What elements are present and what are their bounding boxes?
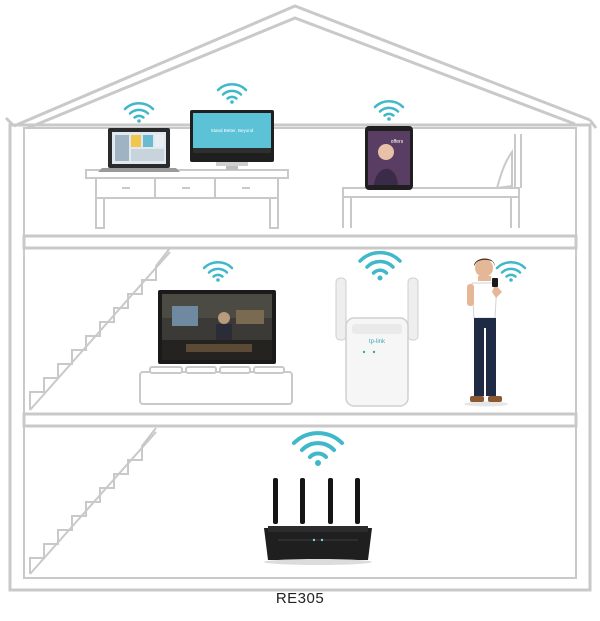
floor-slab-middle: [22, 412, 578, 428]
range-extender: tp-link: [335, 277, 419, 407]
house-inner-walls: [23, 127, 577, 579]
tablet-screen-text: offers: [391, 139, 404, 145]
wifi-icon: [216, 83, 248, 104]
wifi-icon: [202, 261, 234, 282]
model-caption: RE305: [275, 590, 325, 607]
floor-slab-upper: [22, 234, 578, 250]
person-with-phone: [464, 258, 508, 407]
staircase-upper: [29, 247, 171, 411]
extender-brand-text: tp-link: [369, 339, 386, 345]
wifi-icon: [292, 431, 344, 466]
monitor-screen-text: Stand Better, Beyond: [211, 128, 254, 133]
tv-stand: [139, 366, 293, 405]
wifi-icon: [123, 102, 155, 123]
television: [158, 290, 276, 364]
house-walls: [8, 123, 592, 592]
laptop: [98, 128, 180, 172]
router: [264, 478, 372, 565]
staircase-lower: [29, 427, 157, 575]
wifi-icon: [373, 100, 405, 121]
floor-slabs: [22, 234, 578, 428]
wifi-icon: [495, 261, 527, 282]
roof-outer: [13, 4, 591, 128]
wifi-icon: [358, 250, 402, 281]
bed: [342, 134, 522, 228]
desktop-monitor: Stand Better, Beyond: [190, 110, 274, 170]
roof-inner: [27, 16, 576, 130]
tablet: offers: [365, 126, 413, 190]
desk: [85, 169, 289, 229]
house-outline: [4, 4, 598, 592]
